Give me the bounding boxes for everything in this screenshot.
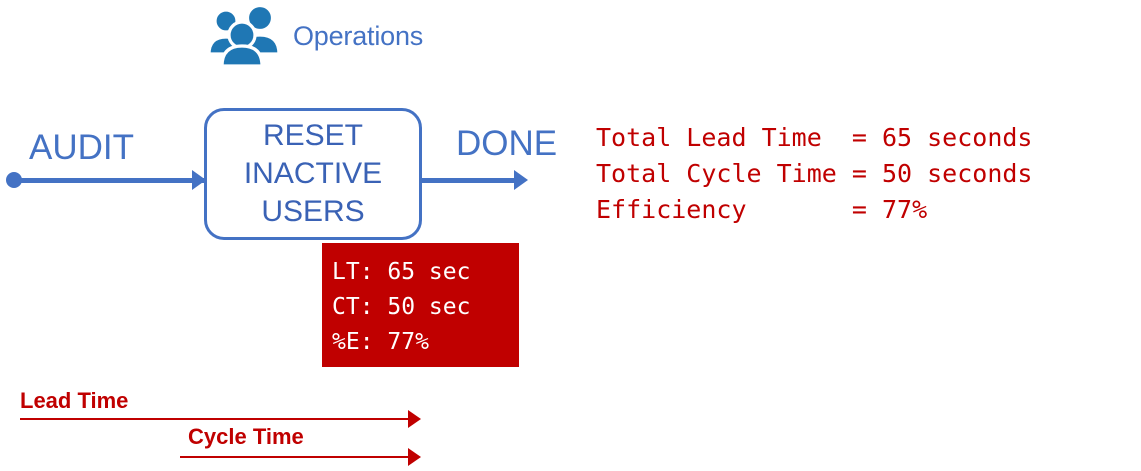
inbound-flow-line xyxy=(18,178,208,183)
role-header: Operations xyxy=(205,4,423,68)
output-port-label: DONE xyxy=(456,124,558,163)
role-label: Operations xyxy=(293,20,424,51)
flow-start-dot xyxy=(6,172,22,188)
process-step-box[interactable]: RESET INACTIVE USERS xyxy=(204,108,422,240)
outbound-flow-line xyxy=(421,178,516,183)
summary-total-lead-time: Total Lead Time = 65 seconds xyxy=(596,123,1033,152)
metric-cycle-time: CT: 50 sec xyxy=(332,294,471,320)
people-group-icon xyxy=(207,4,281,68)
metric-efficiency: %E: 77% xyxy=(332,329,429,355)
lead-time-measure-label: Lead Time xyxy=(20,388,129,413)
summary-block: Total Lead Time = 65 seconds Total Cycle… xyxy=(596,120,1033,228)
lead-time-measure-arrowhead xyxy=(408,410,421,428)
cycle-time-measure-label: Cycle Time xyxy=(188,424,304,449)
cycle-time-measure-arrowhead xyxy=(408,448,421,466)
inbound-flow-arrowhead xyxy=(192,170,206,190)
process-title-line-1: RESET xyxy=(262,119,364,152)
process-title-line-3: USERS xyxy=(261,195,365,228)
lead-time-measure-line xyxy=(20,418,410,420)
summary-total-cycle-time: Total Cycle Time = 50 seconds xyxy=(596,159,1033,188)
metric-lead-time: LT: 65 sec xyxy=(332,259,471,285)
process-title-line-2: INACTIVE xyxy=(243,157,383,190)
cycle-time-measure-line xyxy=(180,456,410,458)
outbound-flow-arrowhead xyxy=(514,170,528,190)
metrics-data-box: LT: 65 sec CT: 50 sec %E: 77% xyxy=(322,243,519,367)
summary-efficiency: Efficiency = 77% xyxy=(596,195,928,224)
input-port-label: AUDIT xyxy=(29,128,134,167)
